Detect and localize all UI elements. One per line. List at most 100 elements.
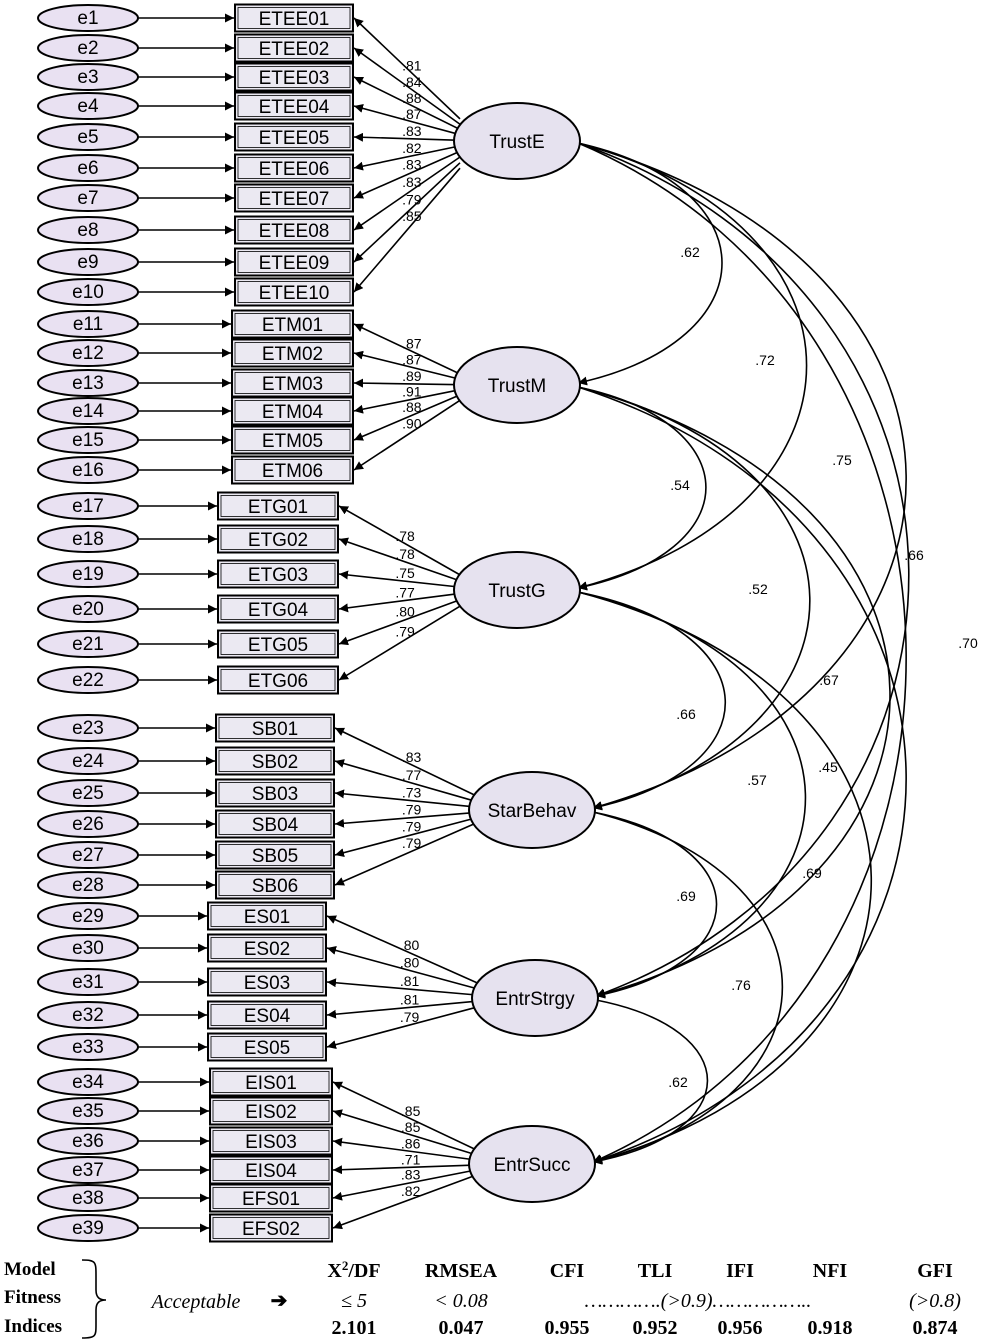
error-label: e9 xyxy=(77,252,98,273)
loading-path xyxy=(338,537,461,582)
indicator-box-inner xyxy=(237,187,351,209)
loading-path xyxy=(334,727,476,796)
loading-value: .71 xyxy=(401,1151,421,1167)
latent-label: StarBehav xyxy=(488,801,577,822)
loading-value: .83 xyxy=(402,123,422,139)
latent-variable xyxy=(453,551,581,629)
error-term xyxy=(37,714,139,742)
error-label: e13 xyxy=(72,373,104,394)
error-label: e20 xyxy=(72,599,104,620)
error-label: e7 xyxy=(77,188,98,209)
indicator-box xyxy=(231,396,354,426)
loading-value: .87 xyxy=(402,336,422,352)
error-term xyxy=(37,1184,139,1212)
loading-path xyxy=(353,378,461,388)
fit-metric-value: 0.956 xyxy=(718,1317,763,1339)
loading-path xyxy=(353,399,461,471)
indicator-box-inner xyxy=(237,251,351,273)
error-label: e22 xyxy=(72,670,104,691)
error-term xyxy=(37,560,139,588)
latent-label: TrustG xyxy=(488,581,545,602)
loading-value: .81 xyxy=(400,991,420,1007)
correlation-value: .62 xyxy=(668,1074,688,1090)
loading-path xyxy=(334,789,476,808)
loading-path xyxy=(338,592,461,613)
error-term xyxy=(37,92,139,120)
indicator-box xyxy=(234,33,354,63)
loading-value: .83 xyxy=(402,156,422,172)
error-term xyxy=(37,902,139,930)
loading-value: .75 xyxy=(395,565,415,581)
error-term xyxy=(37,968,139,996)
correlation-value: .67 xyxy=(819,672,839,688)
indicator-box xyxy=(207,1032,327,1062)
indicator-box-inner xyxy=(212,1217,330,1239)
loading-value: .82 xyxy=(402,140,422,156)
loading-path xyxy=(332,1081,476,1150)
correlation-arc xyxy=(568,136,808,591)
indicator-box-inner xyxy=(218,874,332,896)
error-term xyxy=(37,525,139,553)
error-term xyxy=(37,123,139,151)
correlation-value: .57 xyxy=(747,772,767,788)
error-term xyxy=(37,779,139,807)
error-label: e37 xyxy=(72,1160,104,1181)
correlation-value: .69 xyxy=(676,888,696,904)
loading-path xyxy=(353,132,461,142)
loading-path xyxy=(326,978,479,996)
loading-value: .90 xyxy=(402,416,422,432)
loading-value: .91 xyxy=(402,383,422,399)
indicator-box-inner xyxy=(234,372,351,394)
fit-metric-value: 0.918 xyxy=(808,1317,853,1339)
indicator-label: SB01 xyxy=(252,719,298,740)
error-term xyxy=(37,1033,139,1061)
loading-path xyxy=(334,817,476,858)
loading-path xyxy=(334,811,476,828)
fit-metric-value: 2.101 xyxy=(332,1317,377,1339)
indicator-box xyxy=(217,524,339,554)
indicator-box-inner xyxy=(212,1071,330,1093)
error-label: e24 xyxy=(72,751,104,772)
latent-label: EntrStrgy xyxy=(495,989,575,1010)
fit-label-line: Fitness xyxy=(4,1287,61,1308)
indicator-label: ETG03 xyxy=(248,565,308,586)
error-label: e16 xyxy=(72,460,104,481)
error-term xyxy=(37,4,139,32)
correlation-value: .72 xyxy=(755,352,775,368)
error-term xyxy=(37,595,139,623)
error-label: e4 xyxy=(77,96,99,117)
loading-value: .85 xyxy=(401,1119,421,1135)
error-term xyxy=(37,63,139,91)
error-label: e8 xyxy=(77,220,98,241)
indicator-box-inner xyxy=(212,1187,330,1209)
right-arrow-icon: ➔ xyxy=(271,1290,288,1312)
loading-path xyxy=(338,598,461,646)
error-term xyxy=(37,34,139,62)
latent-variable xyxy=(471,959,599,1037)
indicator-box xyxy=(217,491,339,521)
indicator-box xyxy=(209,1183,333,1213)
error-term xyxy=(37,456,139,484)
error-label: e2 xyxy=(77,38,98,59)
loading-value: .88 xyxy=(402,399,422,415)
indicator-label: ES03 xyxy=(244,973,290,994)
loading-path xyxy=(353,104,461,136)
indicator-label: ETEE07 xyxy=(259,189,330,210)
indicator-label: SB02 xyxy=(252,752,298,773)
error-term xyxy=(37,1001,139,1029)
indicator-box xyxy=(209,1126,333,1156)
loading-value: .86 xyxy=(401,1135,421,1151)
indicator-label: ETG05 xyxy=(248,635,308,656)
error-term xyxy=(37,426,139,454)
fit-metric-threshold: ≤ 5 xyxy=(341,1290,367,1312)
indicator-label: ETM06 xyxy=(262,461,323,482)
indicator-box-inner xyxy=(234,313,351,335)
error-label: e38 xyxy=(72,1188,104,1209)
indicator-label: ETG04 xyxy=(248,600,309,621)
indicator-box xyxy=(215,840,335,870)
indicator-box-inner xyxy=(234,459,351,481)
loading-value: .79 xyxy=(402,191,422,207)
indicator-box xyxy=(231,338,354,368)
indicator-box-inner xyxy=(220,563,336,585)
indicator-label: ES04 xyxy=(244,1006,291,1027)
